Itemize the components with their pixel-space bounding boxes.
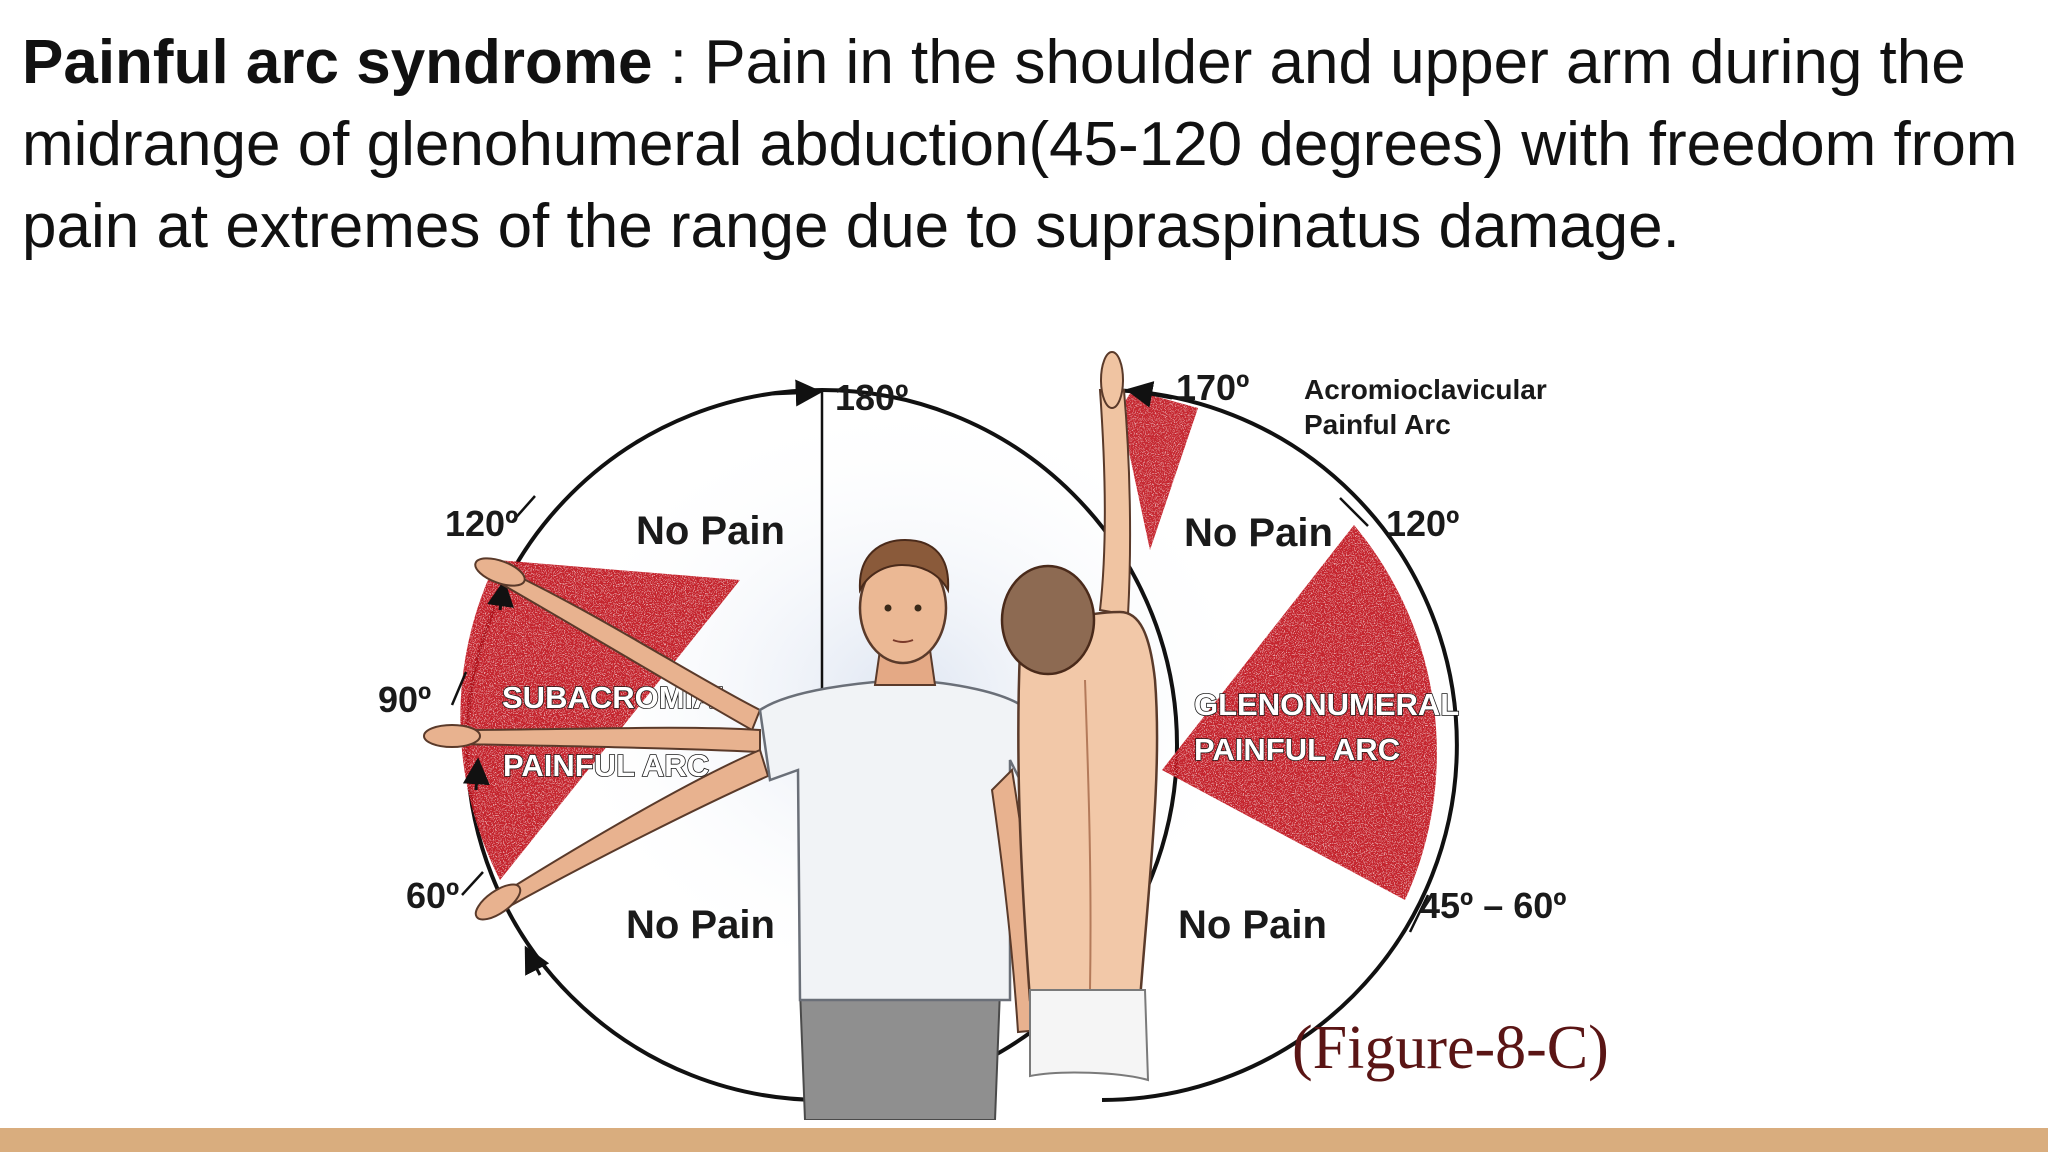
head-back (1000, 564, 1096, 676)
no-pain-upper-left: No Pain (636, 509, 785, 553)
right-range-arc (1101, 388, 1459, 1102)
hair-front (858, 538, 950, 594)
subacromial-label-line2: PAINFUL ARC (503, 748, 709, 783)
angle-45-60-label: 45º – 60º (1420, 885, 1566, 926)
tick-90-left (450, 671, 468, 706)
angle-120-right-label: 120º (1386, 503, 1459, 544)
back-figure-illustration (1000, 351, 1159, 1082)
no-pain-lower-right: No Pain (1178, 903, 1327, 947)
slide-text: Painful arc syndrome : Pain in the shoul… (22, 22, 2022, 268)
hand-lowered (474, 883, 522, 921)
angle-60-label: 60º (406, 875, 459, 916)
arc-arrow-low-icon (524, 945, 550, 976)
arm-overhead (1098, 389, 1132, 617)
back-torso (1017, 610, 1159, 1002)
slide-body: Pain in the shoulder and upper arm durin… (22, 28, 2018, 261)
arrow-180-icon (769, 379, 823, 407)
mouth (892, 639, 914, 643)
tick-45-right (1408, 894, 1430, 933)
bottom-accent-bar (0, 1128, 2048, 1152)
glenohumeral-arc-grain (1162, 525, 1437, 900)
painful-arc-figure: 180º 120º 90º 60º No Pain No Pain SUBACR… (0, 350, 2048, 1120)
hand-raised (474, 557, 526, 587)
heading-separator: : (652, 28, 705, 97)
slide-heading: Painful arc syndrome (22, 28, 653, 97)
arc-arrow-mid-icon (462, 757, 490, 791)
no-pain-upper-right: No Pain (1184, 511, 1333, 555)
arc-arrow-up-icon (487, 579, 514, 611)
angle-180-label: 180º (835, 377, 908, 418)
acromio-label-line1: Acromioclavicular (1304, 374, 1547, 405)
pants (798, 989, 1002, 1120)
acromio-label-line2: Painful Arc (1304, 409, 1451, 440)
angle-120-left-label: 120º (445, 503, 518, 544)
no-pain-lower-left: No Pain (626, 903, 775, 947)
glenohumeral-label-line2: PAINFUL ARC (1194, 732, 1400, 767)
angle-170-label: 170º (1176, 367, 1249, 408)
tick-120-right (1339, 497, 1369, 527)
hand-overhead (1100, 351, 1124, 409)
arrow-170-icon (1125, 381, 1173, 408)
right-diagram: 170º Acromioclavicular Painful Arc No Pa… (1101, 367, 1566, 1102)
left-diagram: 180º 120º 90º 60º No Pain No Pain SUBACR… (378, 377, 1179, 1102)
glenohumeral-label-line1: GLENONUMERAL (1194, 687, 1459, 722)
hand-horizontal (423, 724, 481, 748)
spine-line (1084, 679, 1092, 991)
tick-120-left (511, 495, 536, 523)
tick-60-left (461, 871, 484, 896)
eye-right (914, 604, 922, 612)
front-figure-illustration (423, 538, 1052, 1120)
eye-left (884, 604, 892, 612)
back-pants (1029, 989, 1150, 1082)
subacromial-arc-grain (460, 560, 740, 880)
figure-caption: (Figure-8-C) (1292, 1014, 1609, 1082)
acromioclavicular-arc-grain (1120, 390, 1198, 550)
angle-90-label: 90º (378, 679, 431, 720)
